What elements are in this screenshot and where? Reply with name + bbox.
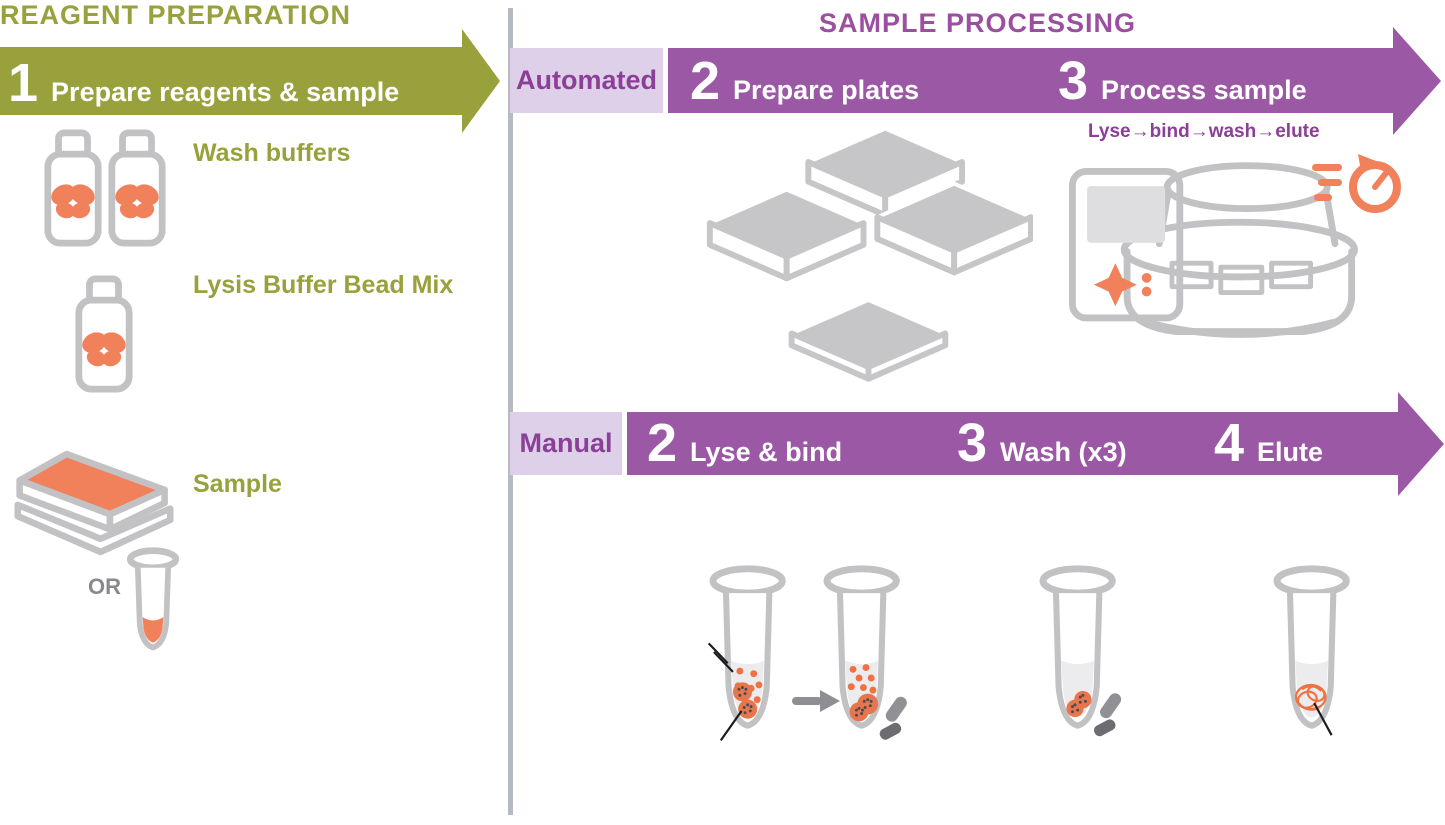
manual-step4-label: Elute [1257, 437, 1324, 467]
automated-step2-number: 2 [690, 51, 721, 111]
plate-stack-icon [706, 126, 1033, 382]
eluted-nucleic-acid-icon [1294, 683, 1327, 711]
lysis-buffer-bottle-icon [75, 275, 133, 393]
manual-step3-number: 3 [957, 413, 988, 473]
magnet-icon [879, 696, 907, 740]
step1-number: 1 [8, 53, 39, 113]
manual-arrow: 2 Lyse & bind 3 Wash (x3) 4 Elute [627, 412, 1398, 475]
automated-mode-box: Automated [510, 48, 663, 113]
manual-mode-box: Manual [510, 412, 622, 475]
bead-icon [849, 693, 879, 722]
magnet-icon [1093, 693, 1122, 737]
transfer-arrow-icon [792, 690, 840, 712]
automated-step3-label: Process sample [1101, 75, 1307, 105]
butterfly-splash-icon [115, 184, 159, 219]
pointer-line [1313, 702, 1333, 736]
or-label: OR [88, 574, 121, 599]
elute-tube-icon [1273, 565, 1350, 736]
butterfly-splash-icon [51, 184, 95, 219]
automated-arrowhead [1393, 27, 1441, 135]
instrument-touch-icon [1093, 263, 1152, 307]
sample-processing-title: SAMPLE PROCESSING [818, 8, 1137, 38]
lyse-bind-tube-after-icon [823, 565, 907, 740]
wash-buffer-bottle-icon [108, 129, 166, 247]
lyse-bind-tube-before-icon [707, 565, 786, 742]
reagent-preparation-title: REAGENT PREPARATION [0, 0, 352, 30]
wash-tube-icon [1039, 565, 1122, 737]
automated-step2-label: Prepare plates [733, 75, 920, 105]
step1-arrowhead [462, 29, 500, 133]
wash-buffers-label: Wash buffers [193, 139, 351, 167]
butterfly-splash-icon [82, 332, 126, 367]
automated-step3-sublabel: Lyse→bind→wash→elute [1088, 121, 1320, 142]
manual-step2-label: Lyse & bind [690, 437, 843, 467]
sample-label: Sample [193, 470, 282, 498]
bead-icon [732, 682, 758, 719]
lysis-buffer-label: Lysis Buffer Bead Mix [193, 271, 454, 299]
sample-tube-icon [126, 547, 180, 651]
section-divider [508, 8, 513, 815]
wash-buffer-bottle-icon [44, 129, 102, 247]
manual-step3-label: Wash (x3) [1000, 437, 1127, 467]
automated-step3-number: 3 [1058, 51, 1089, 111]
manual-step4-number: 4 [1214, 413, 1245, 473]
bead-icon [1066, 691, 1092, 717]
speed-timer-icon [1312, 154, 1401, 213]
manual-step2-number: 2 [647, 413, 678, 473]
manual-arrowhead [1398, 392, 1444, 496]
pointer-lines [707, 642, 743, 742]
automated-arrow: 2 Prepare plates 3 Process sample [668, 48, 1393, 113]
sample-plate-icon [14, 450, 174, 556]
step1-label: Prepare reagents & sample [51, 77, 400, 107]
purification-instrument-icon [1069, 162, 1358, 338]
instrument-screen [1087, 186, 1166, 243]
step1-arrow: 1 Prepare reagents & sample [0, 47, 462, 115]
